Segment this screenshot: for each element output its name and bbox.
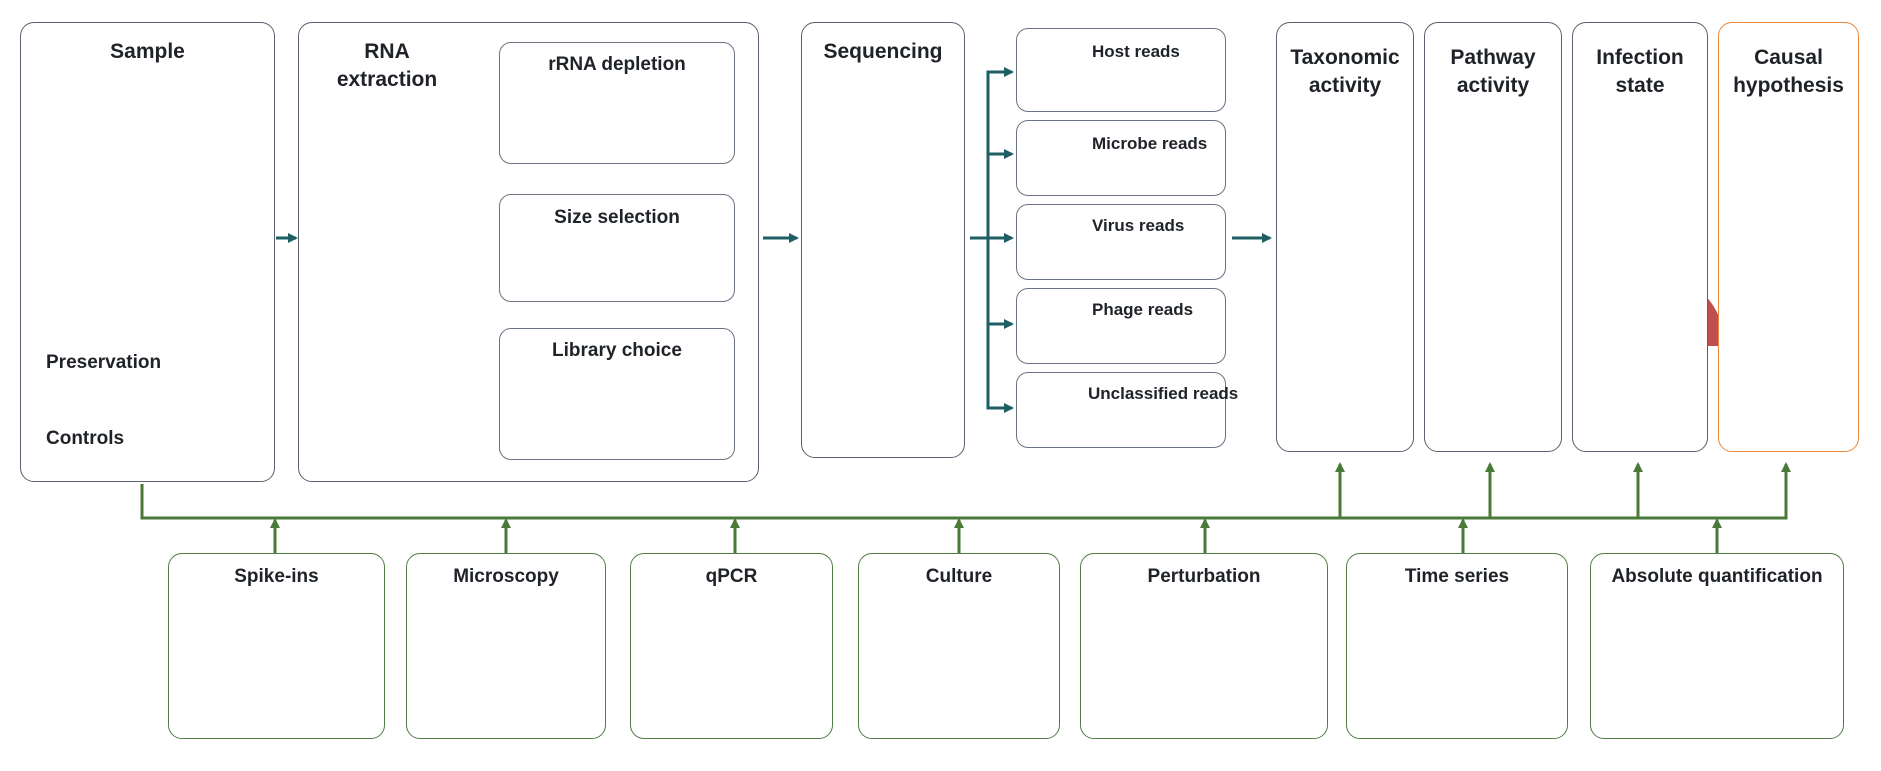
infection-state-title: Infection state	[1596, 46, 1684, 97]
causal-hypothesis-panel	[1718, 22, 1859, 452]
qpcr-panel	[630, 553, 833, 739]
culture-panel	[858, 553, 1060, 739]
taxonomic-activity-panel	[1276, 22, 1414, 452]
rrna-depletion-label: rRNA depletion	[548, 54, 686, 75]
absolute-quantification-panel	[1590, 553, 1844, 739]
sequencing-panel	[801, 22, 965, 458]
culture-title: Culture	[925, 566, 993, 587]
host-reads-label: Host reads	[1092, 42, 1180, 61]
library-choice-label: Library choice	[552, 340, 682, 361]
microbe-reads-label: Microbe reads	[1092, 134, 1208, 153]
rrna-depletion-box	[499, 42, 735, 164]
phage-reads-box	[1016, 288, 1226, 364]
pathway-activity-title: Pathway activity	[1450, 46, 1536, 97]
phage-reads-label: Phage reads	[1092, 300, 1194, 319]
size-selection-label: Size selection	[554, 207, 680, 228]
virus-reads-box	[1016, 204, 1226, 280]
controls-label: Controls	[46, 428, 125, 449]
validation-connectors	[140, 462, 1791, 553]
preservation-label: Preservation	[46, 352, 162, 373]
unclassified-reads-box	[1016, 372, 1226, 448]
infection-state-panel	[1572, 22, 1708, 452]
causal-hypothesis-title: Causal hypothesis	[1733, 46, 1844, 97]
time-series-panel	[1346, 553, 1568, 739]
size-selection-box	[499, 194, 735, 302]
host-reads-box	[1016, 28, 1226, 112]
virus-reads-label: Virus reads	[1092, 216, 1185, 235]
pathway-activity-panel	[1424, 22, 1562, 452]
library-choice-box	[499, 328, 735, 460]
sequencing-title: Sequencing	[823, 40, 943, 63]
time-series-title: Time series	[1404, 566, 1510, 587]
unclassified-reads-label: Unclassified reads	[1088, 384, 1239, 403]
microbe-reads-box	[1016, 120, 1226, 196]
perturbation-title: Perturbation	[1147, 566, 1261, 587]
spike-ins-title: Spike-ins	[234, 566, 319, 587]
perturbation-panel	[1080, 553, 1328, 739]
sample-panel	[20, 22, 275, 482]
microscopy-title: Microscopy	[453, 566, 559, 587]
absolute-quantification-title: Absolute quantification	[1611, 566, 1823, 587]
taxonomic-activity-title: Taxonomic activity	[1290, 46, 1400, 97]
microscopy-panel	[406, 553, 606, 739]
qpcr-title: qPCR	[705, 566, 758, 587]
spike-ins-panel	[168, 553, 385, 739]
sample-title: Sample	[110, 40, 185, 63]
rna-extraction-title: RNA extraction	[336, 40, 438, 91]
